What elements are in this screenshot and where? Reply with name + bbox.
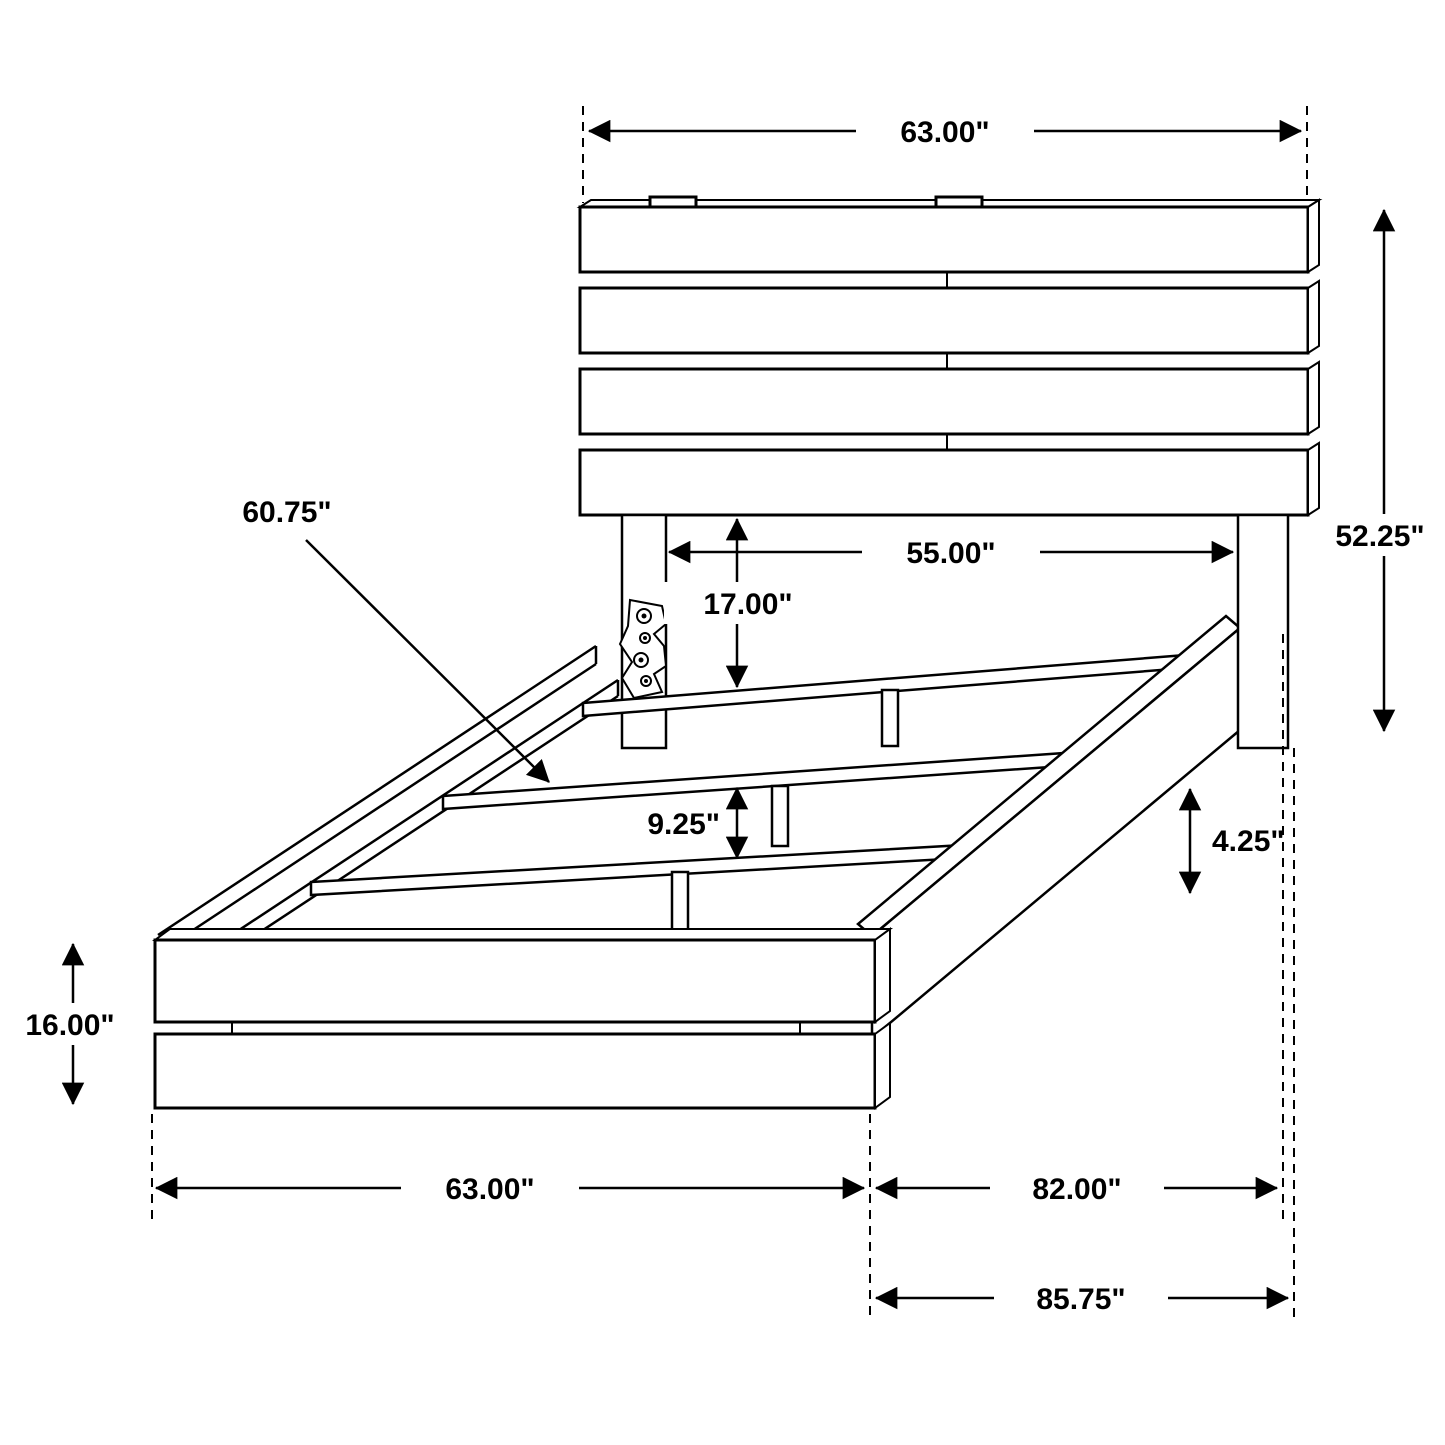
dim-label-headboard-height: 52.25" bbox=[1335, 520, 1424, 553]
leader-line-slat bbox=[305, 539, 550, 783]
dim-label-headboard-to-slat: 17.00" bbox=[703, 588, 792, 621]
left-rail-outer-bottom-edge bbox=[177, 662, 597, 942]
dim-label-rail-clearance: 4.25" bbox=[1212, 825, 1285, 858]
bracket-bolt-3 bbox=[638, 657, 644, 663]
extension-lines bbox=[151, 106, 1308, 1322]
dim-label-slat-length: 60.75" bbox=[242, 496, 331, 529]
dim-overall-length: 85.75" bbox=[874, 1277, 1290, 1319]
headboard-plank-1-side bbox=[1307, 198, 1320, 274]
slat-2 bbox=[441, 749, 1095, 811]
dim-label-bg bbox=[994, 1277, 1168, 1319]
dim-label-bg bbox=[1316, 514, 1444, 556]
dim-headboard-width: 63.00" bbox=[587, 110, 1303, 152]
dim-label-overall-length: 85.75" bbox=[1036, 1283, 1125, 1316]
bracket-bolt-1 bbox=[641, 613, 647, 619]
dim-label-bg bbox=[664, 582, 832, 624]
headboard-plank-3 bbox=[578, 367, 1310, 436]
slat-3 bbox=[309, 842, 984, 897]
footboard-plank-2-side bbox=[874, 1021, 891, 1110]
left-rail-ledge-bottom-edge bbox=[247, 694, 619, 942]
bracket-bolt-2 bbox=[643, 636, 647, 640]
left-side-rail bbox=[157, 644, 620, 942]
dim-label-bg bbox=[2, 1003, 138, 1045]
dim-label-bg bbox=[862, 531, 1040, 573]
dim-frame-length: 82.00" bbox=[874, 1167, 1279, 1209]
headboard-plank-2 bbox=[578, 286, 1310, 355]
footboard-plank-2 bbox=[153, 1032, 877, 1110]
dim-footboard-height: 16.00" bbox=[2, 942, 138, 1106]
mounting-bracket bbox=[618, 598, 668, 700]
dim-label-inner-width: 55.00" bbox=[906, 537, 995, 570]
dim-headboard-height: 52.25" bbox=[1316, 208, 1444, 733]
headboard-right-leg bbox=[1236, 513, 1290, 750]
headboard-plank-4-side bbox=[1307, 441, 1320, 517]
bracket-plate bbox=[618, 598, 668, 700]
footboard-top-face bbox=[151, 928, 894, 941]
dim-label-headboard-width: 63.00" bbox=[900, 116, 989, 149]
headboard-plank-3-side bbox=[1307, 360, 1320, 436]
left-rail-outer-top-edge bbox=[157, 644, 597, 937]
dim-support-height: 9.25" bbox=[647, 786, 749, 860]
dim-label-footboard-height: 16.00" bbox=[25, 1009, 114, 1042]
headboard bbox=[576, 195, 1323, 517]
slat-2-support-leg bbox=[770, 784, 790, 848]
dim-label-frame-length: 82.00" bbox=[1032, 1173, 1121, 1206]
dim-slat-length: 60.75" bbox=[242, 496, 550, 783]
headboard-plank-1 bbox=[578, 205, 1310, 274]
dim-headboard-inner-width: 55.00" bbox=[667, 531, 1235, 573]
left-rail-ledge-top-edge bbox=[223, 678, 619, 942]
dim-label-footboard-width: 63.00" bbox=[445, 1173, 534, 1206]
footboard-plank-1 bbox=[153, 938, 877, 1024]
headboard-plank-2-side bbox=[1307, 279, 1320, 355]
footboard-plank-1-side bbox=[874, 927, 891, 1024]
bracket-bolt-4 bbox=[644, 679, 648, 683]
mattress-slats bbox=[309, 651, 1213, 938]
slat-1-support-leg bbox=[880, 688, 900, 748]
dim-label-support-height: 9.25" bbox=[647, 808, 720, 841]
dim-label-bg bbox=[856, 110, 1034, 152]
slat-3-support-leg bbox=[670, 870, 690, 938]
dim-label-bg bbox=[401, 1167, 579, 1209]
headboard-plank-4 bbox=[578, 448, 1310, 517]
footboard bbox=[151, 927, 894, 1110]
dim-rail-clearance: 4.25" bbox=[1178, 787, 1285, 895]
dim-footboard-width: 63.00" bbox=[154, 1167, 866, 1209]
dim-label-bg bbox=[990, 1167, 1164, 1209]
dim-headboard-to-slat: 17.00" bbox=[664, 517, 832, 689]
